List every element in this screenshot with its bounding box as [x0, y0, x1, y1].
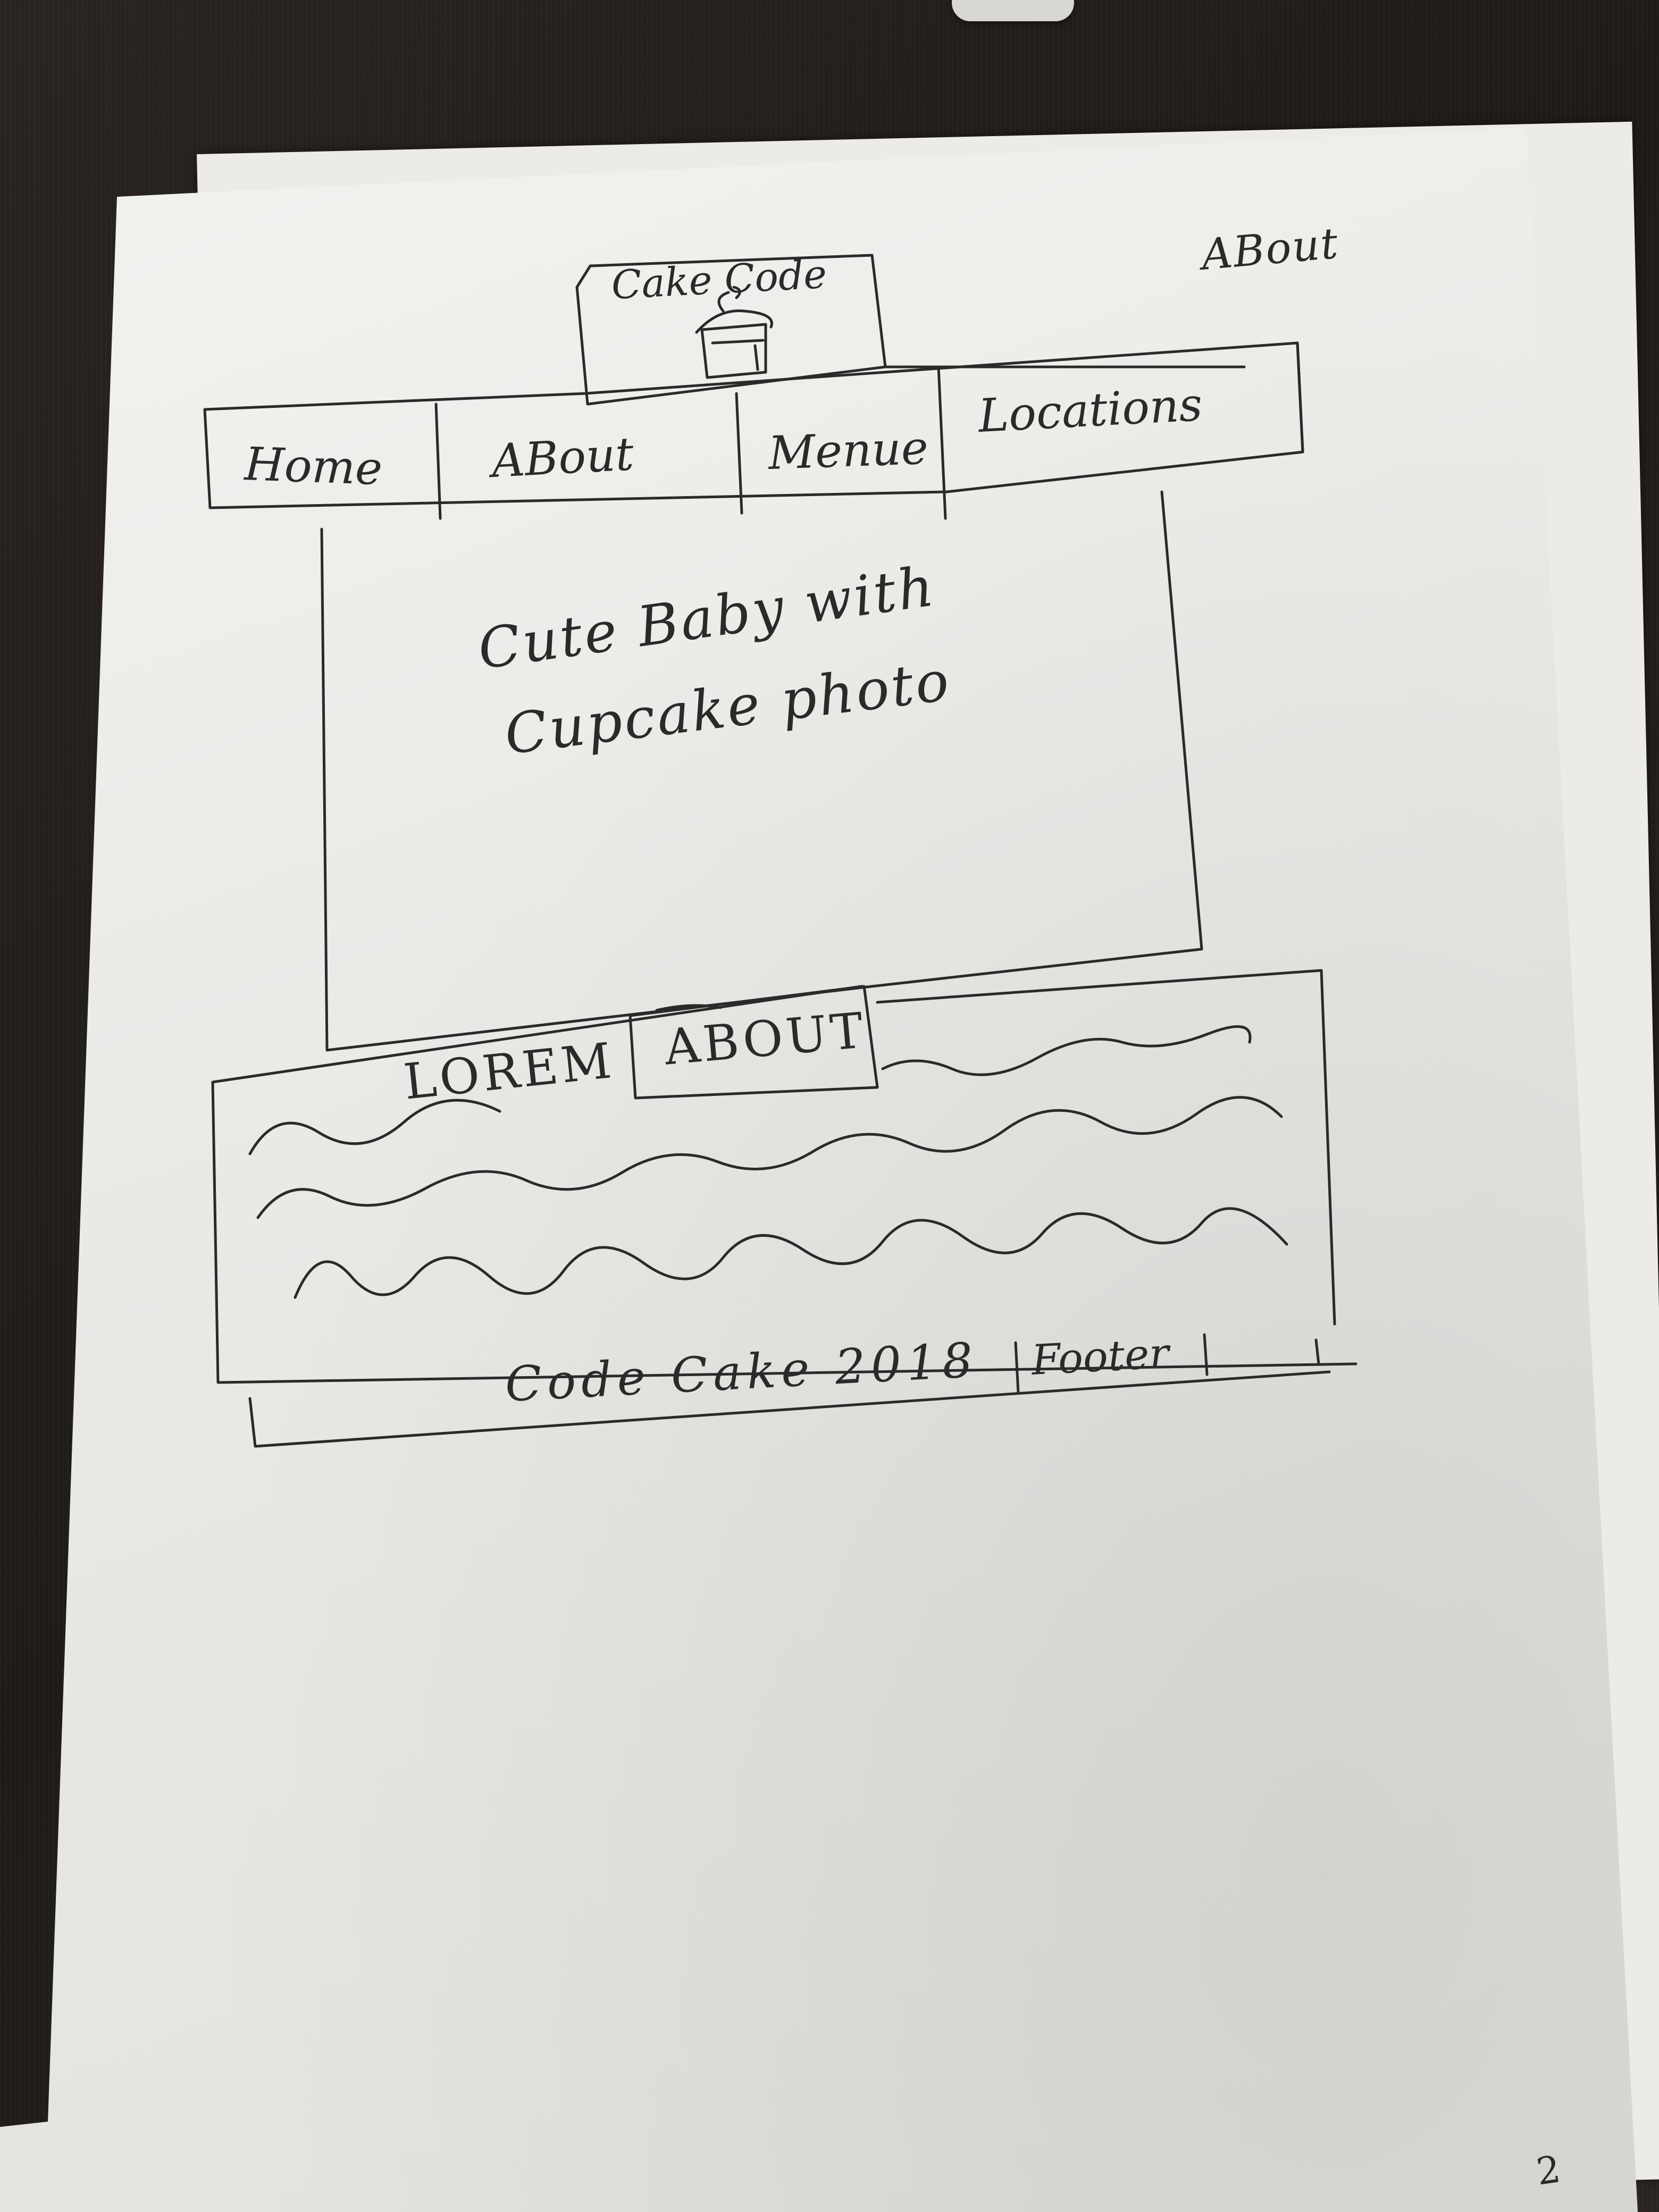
- nav-item-home[interactable]: Home: [244, 438, 383, 496]
- nav-item-about[interactable]: ABout: [490, 428, 635, 488]
- text-line-2: [256, 1096, 1283, 1219]
- cupcake-icon: [695, 286, 773, 379]
- nav-divider-3: [937, 365, 947, 520]
- corner-note-about: ABout: [1199, 218, 1341, 280]
- nav-item-locations[interactable]: Locations: [977, 378, 1204, 443]
- page-number: 2: [1534, 2147, 1563, 2194]
- footer-label: Footer: [1030, 1329, 1170, 1385]
- footer-divider-3: [1314, 1338, 1320, 1365]
- text-line-3: [294, 1207, 1288, 1299]
- footer-divider-2: [1203, 1333, 1209, 1376]
- content-frame: [211, 969, 1358, 1384]
- text-line-1: [248, 1025, 1252, 1155]
- logo-text[interactable]: Cake Code: [610, 251, 828, 308]
- nav-divider-2: [735, 392, 743, 515]
- nav-item-menu[interactable]: Menue: [767, 421, 929, 480]
- cloth-corner: [952, 0, 1074, 21]
- logo-box: [575, 254, 887, 406]
- about-button-frame: [629, 985, 879, 1100]
- nav-divider-1: [434, 403, 442, 520]
- footer-divider-1: [1014, 1341, 1020, 1395]
- hero-frame: [320, 490, 1203, 1052]
- footer-frame: [248, 1370, 1331, 1448]
